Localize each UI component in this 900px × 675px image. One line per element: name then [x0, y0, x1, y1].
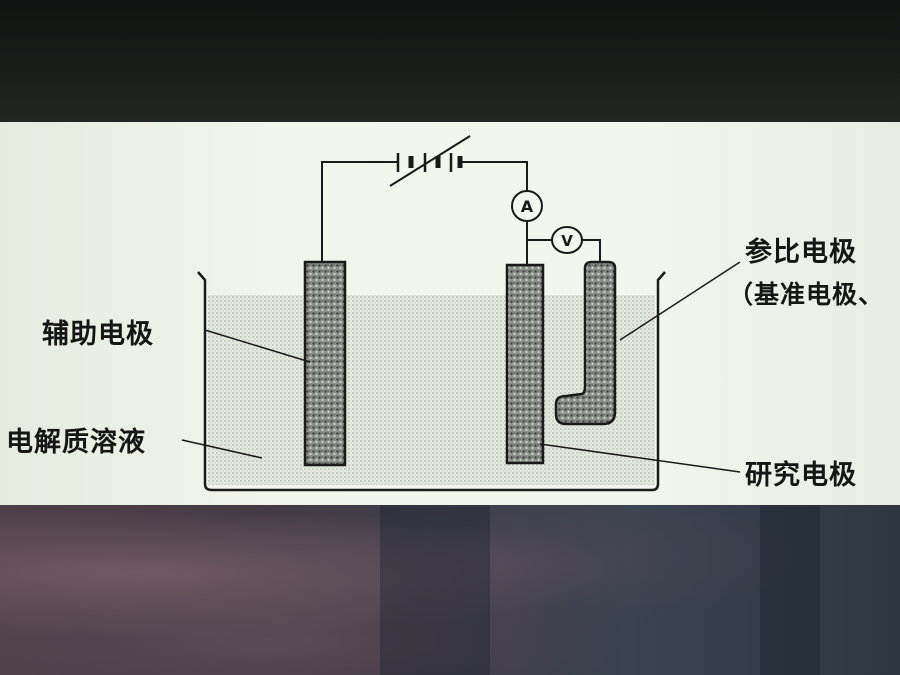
- auxiliary-electrode: [303, 260, 347, 467]
- leader-electrolyte: [181, 439, 263, 459]
- variable-arrow: [389, 135, 471, 187]
- ammeter-label: A: [521, 197, 534, 216]
- voltmeter: V: [551, 226, 583, 254]
- reference-electrode: [554, 260, 617, 426]
- label-auxiliary-electrode: 辅助电极: [42, 319, 154, 350]
- wire-aux: [321, 161, 398, 262]
- label-electrolyte: 电解质溶液: [6, 427, 146, 458]
- leader-aux: [204, 329, 311, 363]
- wire-voltmeter-right: [582, 239, 601, 262]
- working-electrode: [505, 263, 545, 465]
- leader-working: [539, 443, 741, 473]
- wire-battery-right: [462, 161, 528, 190]
- voltmeter-label: V: [561, 232, 573, 250]
- background-top: [0, 0, 900, 125]
- leader-reference: [619, 261, 741, 341]
- label-working-electrode: 研究电极: [745, 460, 857, 491]
- label-reference-electrode: 参比电极: [745, 237, 857, 268]
- ammeter: A: [511, 190, 543, 222]
- label-reference-electrode-note: （基准电极、: [728, 280, 885, 309]
- electrolyte-solution: [208, 295, 655, 485]
- background-bottom: [0, 505, 900, 675]
- beaker: [197, 271, 666, 492]
- battery: [389, 135, 471, 187]
